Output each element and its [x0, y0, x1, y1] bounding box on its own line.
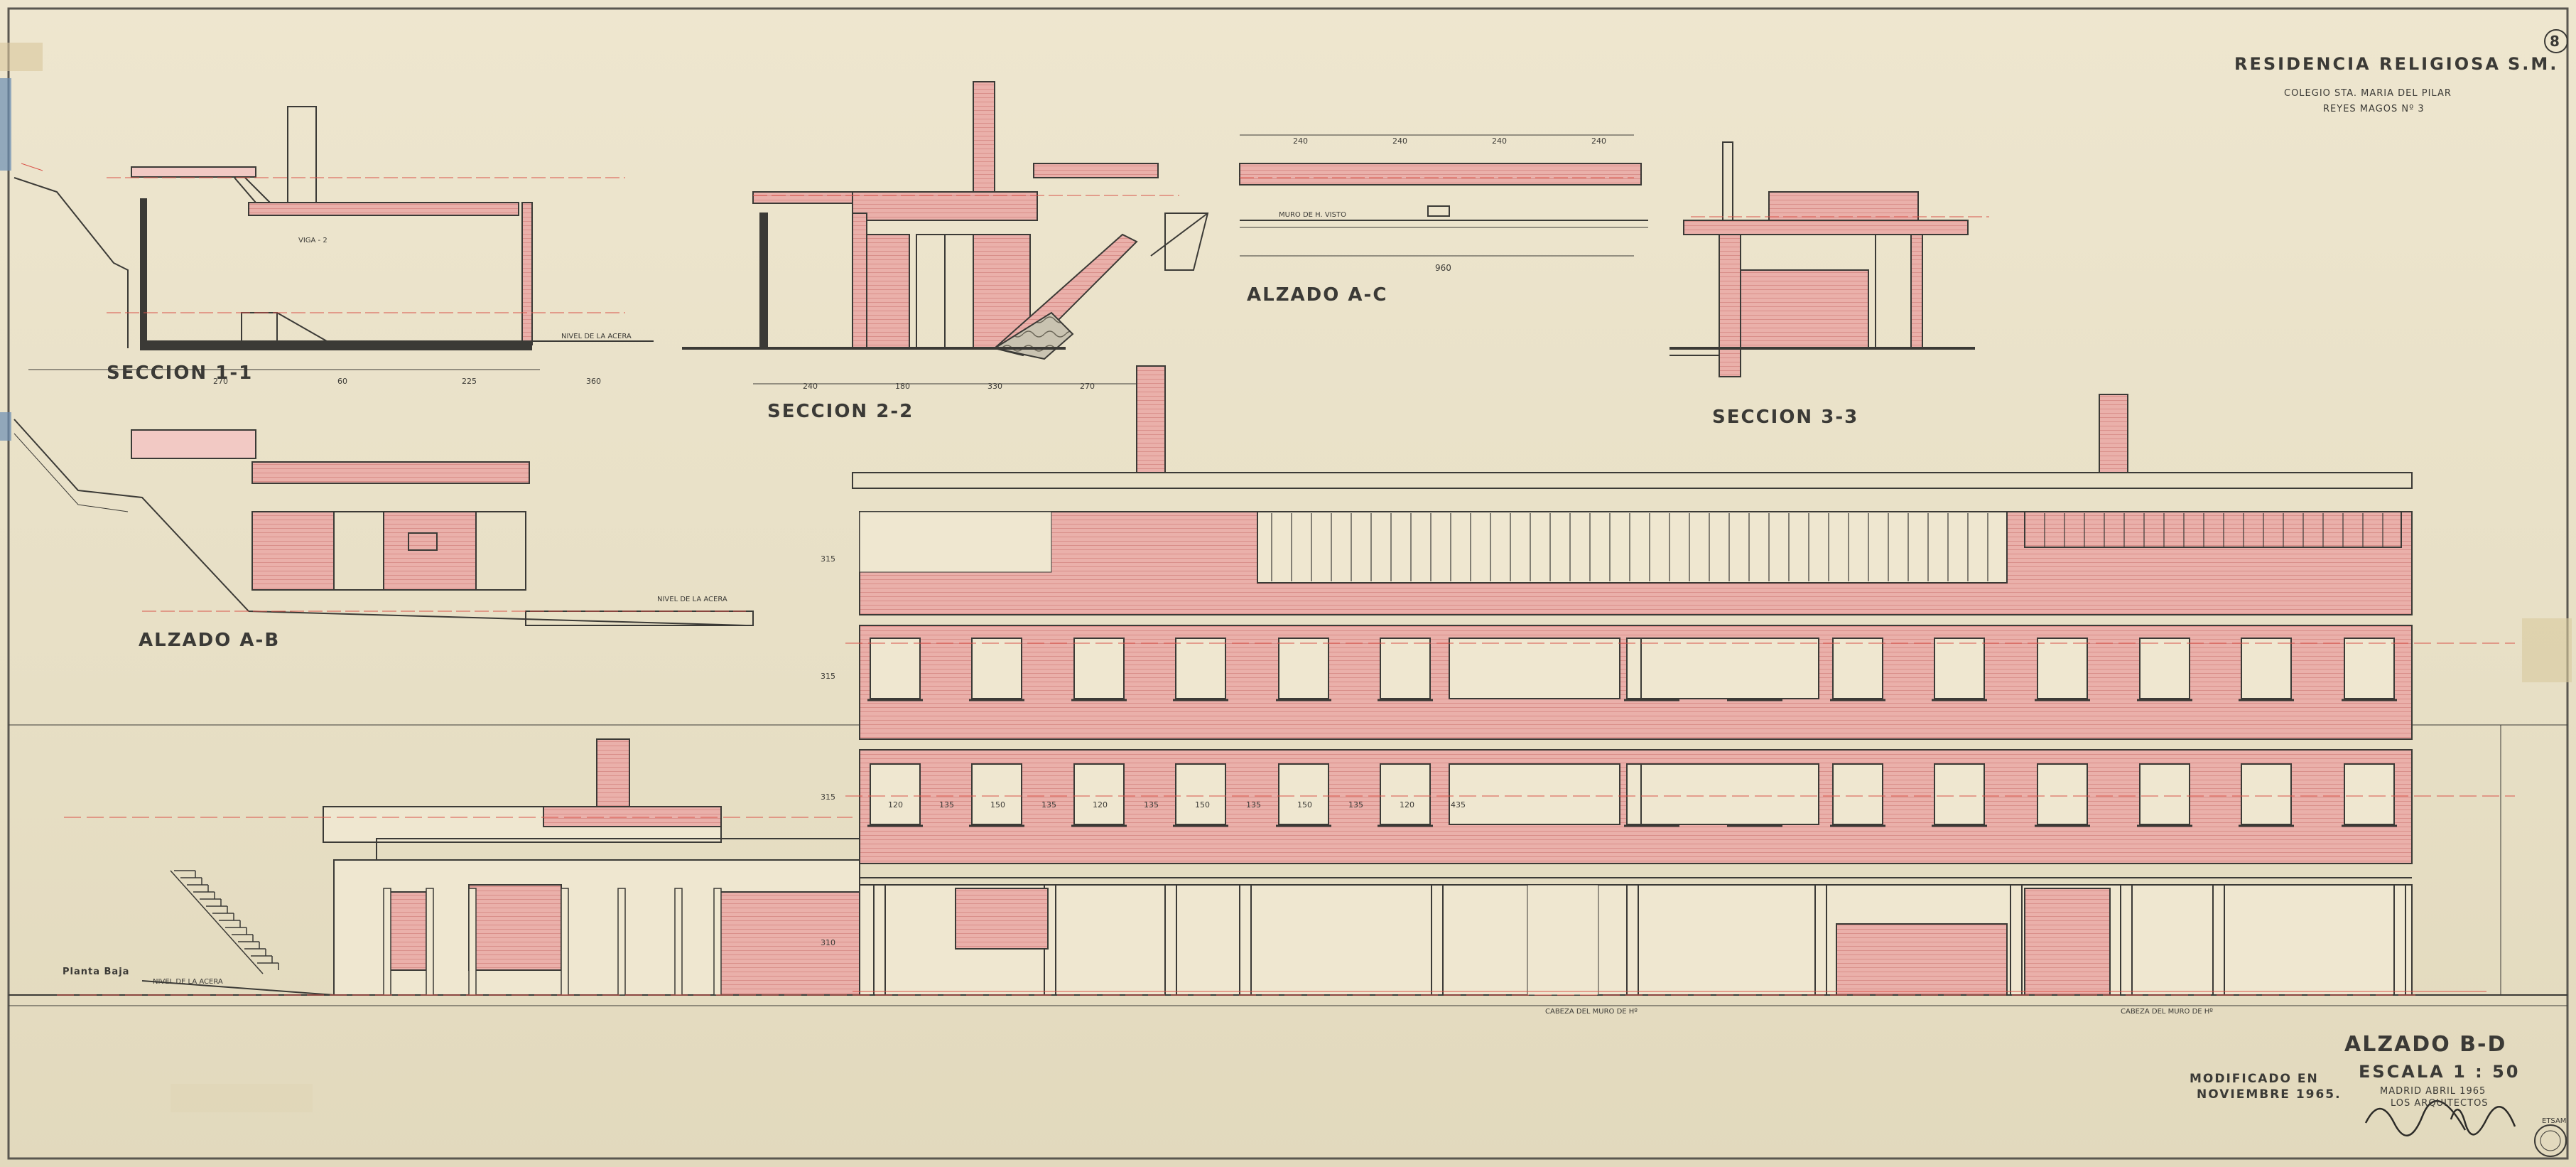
drawing-scale: ESCALA 1 : 50: [2359, 1062, 2521, 1082]
nivel-acera-note-3: NIVEL DE LA ACERA: [153, 978, 223, 986]
cabeza-muro-note-1: CABEZA DEL MURO DE Hº: [1545, 1008, 1638, 1016]
dimension-value: 135: [1348, 800, 1363, 810]
height-dimension-value: 315: [821, 672, 835, 681]
school-name: COLEGIO STA. MARIA DEL PILAR: [2284, 88, 2452, 99]
alzado-a-c-title: ALZADO A-C: [1247, 284, 1388, 306]
dimension-value: 150: [990, 800, 1005, 810]
dimension-value: 270: [213, 377, 228, 386]
dimension-value: 60: [337, 377, 347, 386]
dimension-value: 240: [1392, 136, 1407, 146]
dimension-value: 435: [1451, 800, 1466, 810]
project-client: S.M.: [2508, 54, 2559, 74]
school-address: REYES MAGOS Nº 3: [2323, 104, 2425, 114]
dimension-value: 150: [1195, 800, 1210, 810]
etsam-stamp: [2534, 1124, 2567, 1157]
sheet-number-circle: [2544, 29, 2568, 53]
dimension-value: 120: [1400, 800, 1414, 810]
dimension-value: 180: [895, 382, 910, 391]
seccion-1-1-title: SECCION 1-1: [107, 362, 254, 384]
dimension-value: 135: [1246, 800, 1261, 810]
sheet-number: 8: [2550, 33, 2560, 50]
dimension-value: 240: [1492, 136, 1507, 146]
dimension-value: 135: [939, 800, 954, 810]
dimension-value: 270: [1080, 382, 1095, 391]
dimension-value: 120: [888, 800, 903, 810]
seccion-3-3-title: SECCION 3-3: [1712, 407, 1859, 428]
height-dimension-value: 315: [821, 792, 835, 802]
height-dimension-value: 310: [821, 938, 835, 947]
planta-baja-note: Planta Baja: [63, 967, 130, 977]
alzado-b-d-drawing: [9, 365, 2567, 1006]
architects-label: LOS ARQUITECTOS: [2391, 1098, 2489, 1109]
dimension-value: 135: [1144, 800, 1159, 810]
dimension-value: 150: [1297, 800, 1312, 810]
muro-visto-note: MURO DE H. VISTO: [1279, 211, 1346, 219]
alzado-a-b-drawing: [13, 419, 754, 626]
dimension-value: 960: [1435, 263, 1451, 273]
alzado-a-c-drawing: [1239, 134, 1648, 257]
alzado-b-d-title: ALZADO B-D: [2344, 1032, 2507, 1057]
stamp-label: ETSAM: [2542, 1117, 2567, 1125]
dimension-value: 135: [1041, 800, 1056, 810]
dimension-value: 360: [586, 377, 601, 386]
drawing-date: MADRID ABRIL 1965: [2380, 1086, 2486, 1097]
viga-note: VIGA - 2: [298, 237, 328, 244]
signature-2: [2450, 1106, 2516, 1136]
height-dimension-value: 315: [821, 554, 835, 564]
dimension-value: 240: [1591, 136, 1606, 146]
dimension-value: 330: [987, 382, 1002, 391]
dimension-value: 240: [803, 382, 818, 391]
dimension-value: 120: [1093, 800, 1108, 810]
nivel-acera-note-2: NIVEL DE LA ACERA: [657, 596, 727, 603]
seccion-3-3-drawing: [1669, 141, 1989, 377]
dimension-value: 240: [1293, 136, 1308, 146]
modified-line-1: MODIFICADO EN: [2190, 1072, 2319, 1086]
dimension-value: 225: [462, 377, 477, 386]
project-title: RESIDENCIA RELIGIOSA: [2234, 54, 2501, 74]
cabeza-muro-note-2: CABEZA DEL MURO DE Hº: [2121, 1008, 2214, 1016]
alzado-a-b-title: ALZADO A-B: [139, 630, 281, 651]
nivel-acera-note-1: NIVEL DE LA ACERA: [561, 333, 632, 340]
modified-line-2: NOVIEMBRE 1965.: [2197, 1087, 2342, 1102]
seccion-2-2-drawing: [682, 81, 1209, 384]
signature-1: [2364, 1100, 2467, 1136]
seccion-2-2-title: SECCION 2-2: [767, 401, 914, 422]
seccion-1-1-drawing: [13, 106, 654, 370]
